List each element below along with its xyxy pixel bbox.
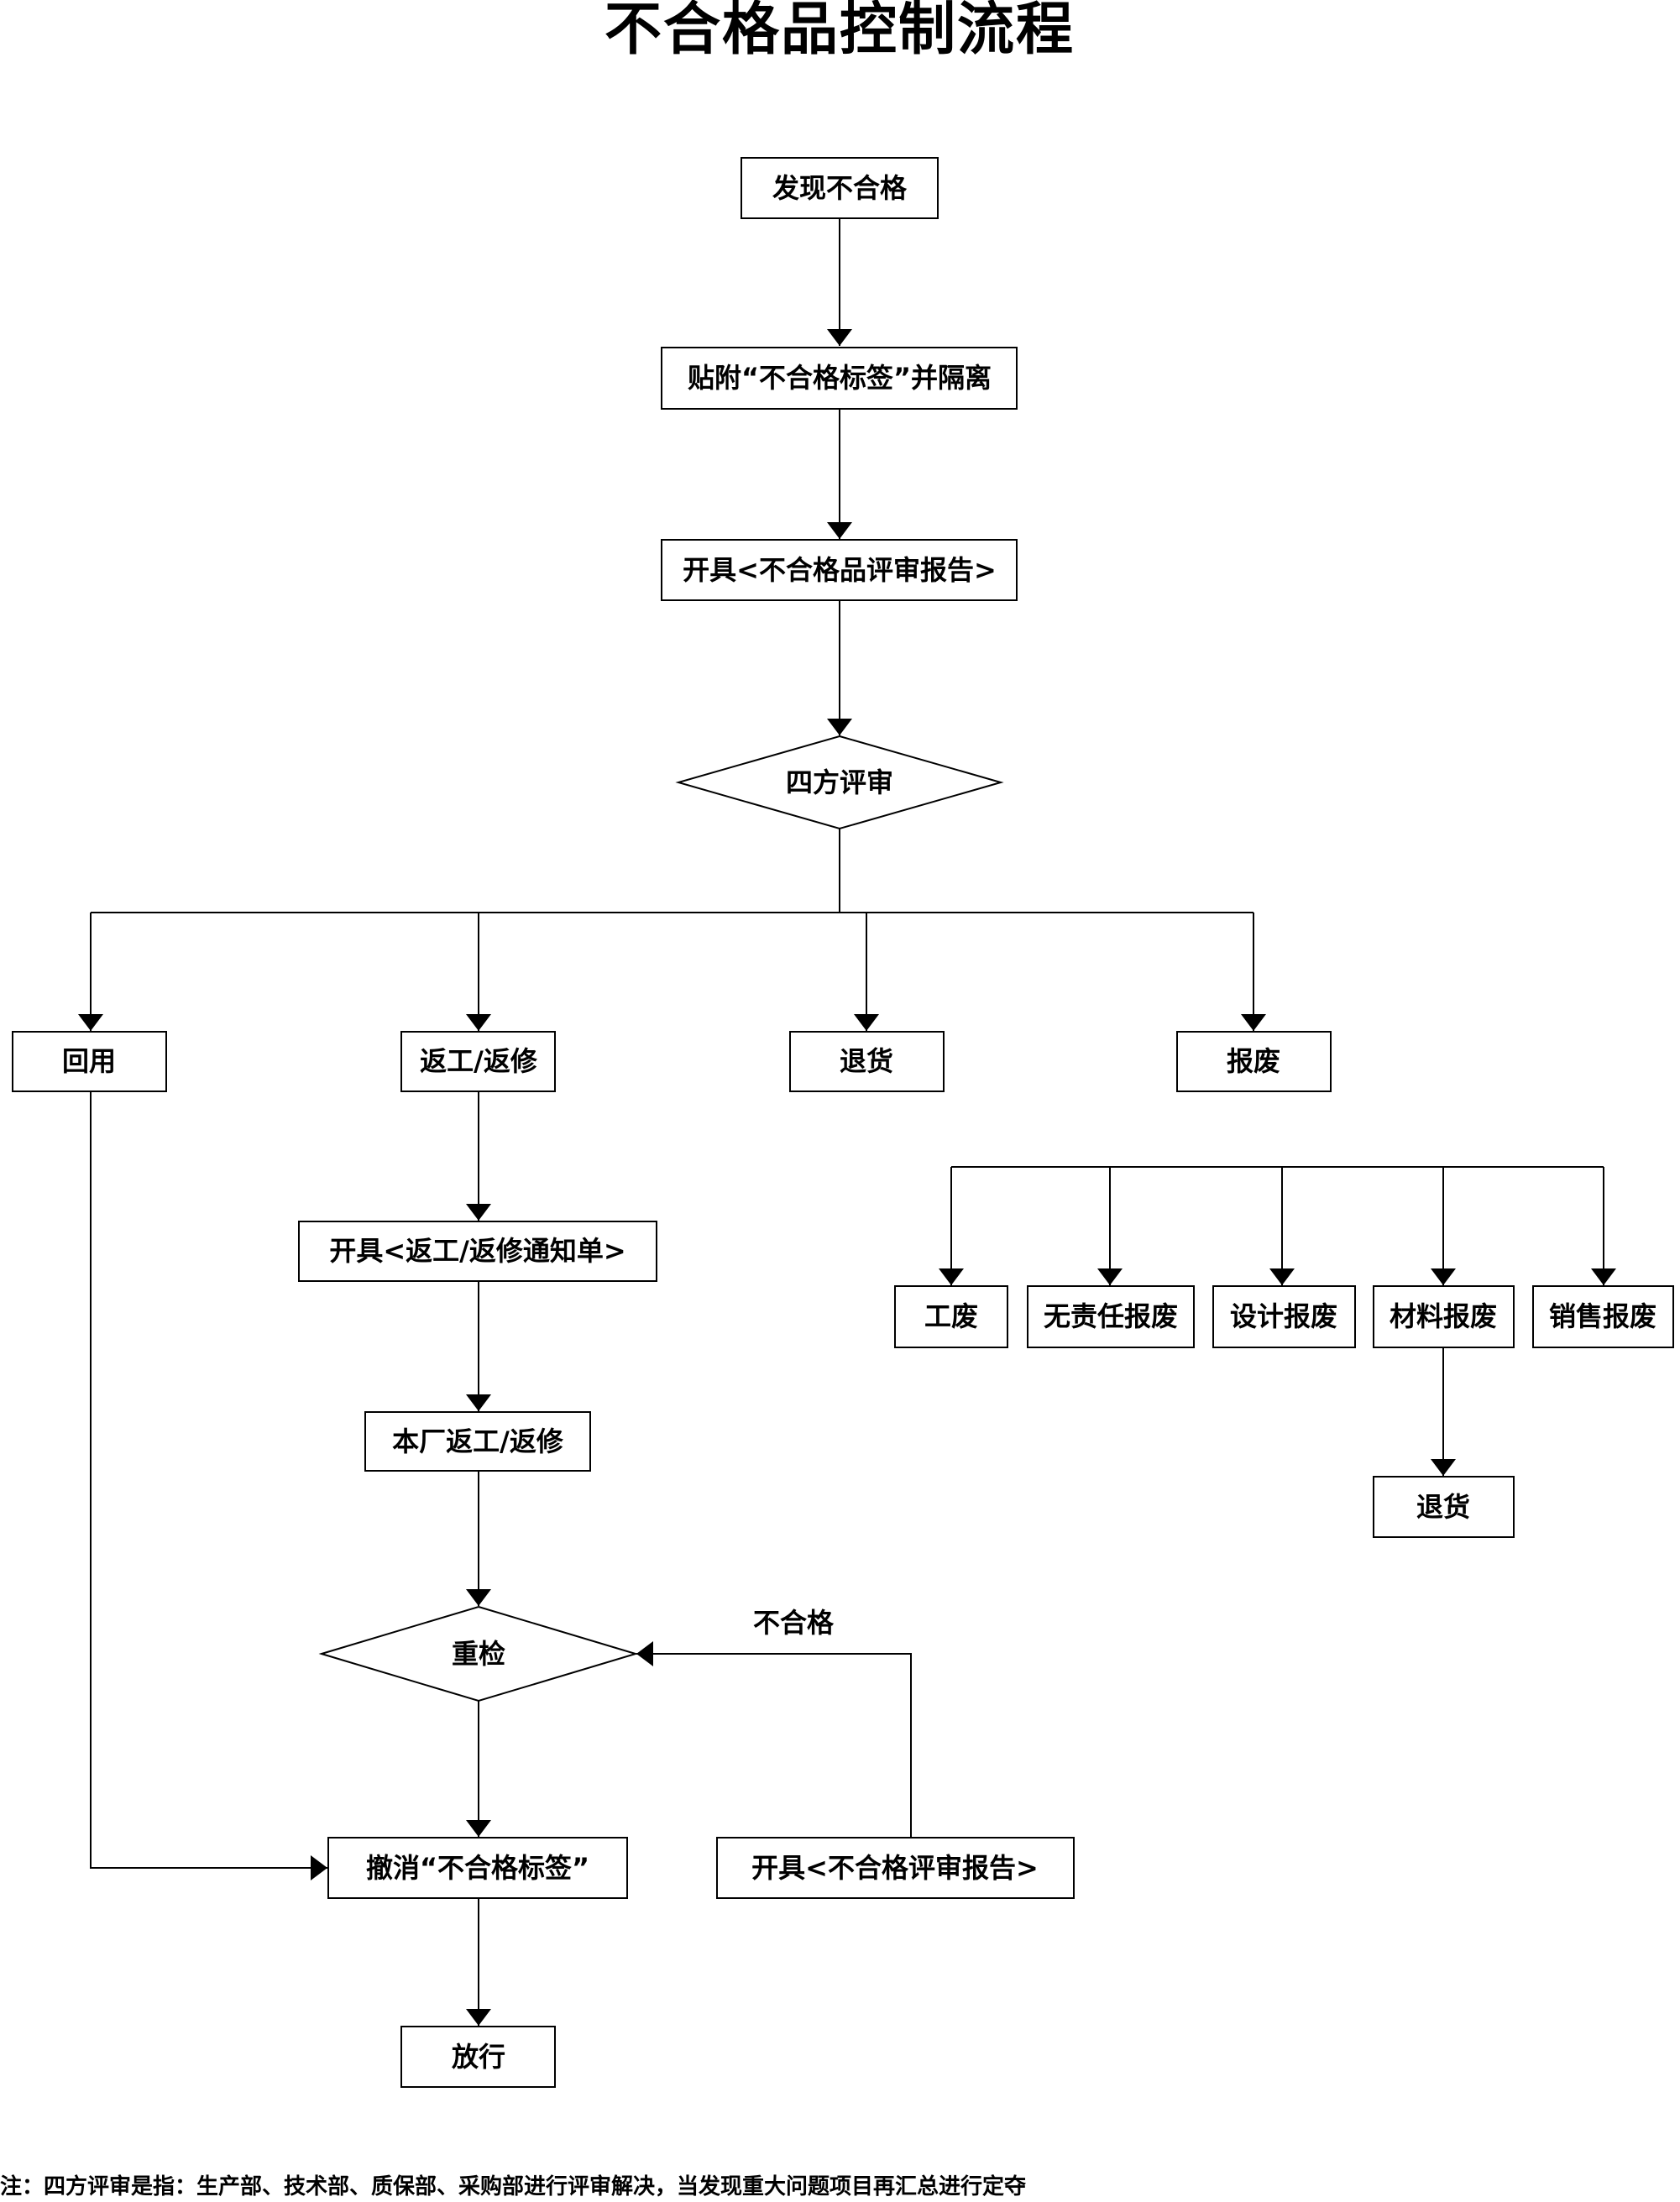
node-discover-box [741, 157, 939, 219]
node-report2-box [716, 1837, 1075, 1899]
node-rework-notice-box [298, 1221, 657, 1282]
node-material-scrap-box [1373, 1285, 1515, 1348]
node-return2-label: 退货 [1416, 1491, 1470, 1523]
connectors [78, 218, 1616, 2026]
node-recheck-label: 重检 [452, 1638, 505, 1670]
node-review-label: 四方评审 [786, 766, 893, 798]
node-scrap-label: 报废 [1227, 1045, 1280, 1077]
node-factory-rework-box [364, 1411, 591, 1472]
node-cancel-label-label: 撤消“不合格标签” [366, 1852, 589, 1884]
node-rework-label: 返工/返修 [420, 1045, 538, 1077]
node-recheck-diamond [318, 1605, 639, 1702]
node-factory-rework-label: 本厂返工/返修 [392, 1425, 564, 1457]
node-scrap-box [1176, 1031, 1332, 1092]
edge-label-fail: 不合格 [753, 1607, 835, 1639]
node-reuse-label: 回用 [62, 1045, 116, 1077]
node-work-scrap-label: 工废 [924, 1300, 978, 1332]
node-report1-box [661, 539, 1018, 601]
node-design-scrap-label: 设计报废 [1230, 1300, 1337, 1332]
node-report1-label: 开具<不合格品评审报告> [683, 554, 997, 586]
node-material-scrap-label: 材料报废 [1390, 1300, 1497, 1332]
node-label-isolate-label: 贴附“不合格标签”并隔离 [688, 362, 992, 394]
footnote: 注：四方评审是指：生产部、技术部、质保部、采购部进行评审解决，当发现重大问题项目… [0, 2173, 1027, 2199]
edge-report2-to-recheck [636, 1641, 912, 1837]
node-return1-label: 退货 [840, 1045, 893, 1077]
node-report2-label: 开具<不合格评审报告> [751, 1852, 1039, 1884]
node-sales-scrap-box [1532, 1285, 1674, 1348]
edge-reuse-to-cancel [90, 1091, 327, 1880]
node-return2-box [1373, 1476, 1515, 1538]
node-sales-scrap-label: 销售报废 [1549, 1300, 1656, 1332]
node-rework-notice-label: 开具<返工/返修通知单> [329, 1235, 625, 1267]
node-rework-box [400, 1031, 556, 1092]
page-title: 不合格品控制流程 [604, 0, 1075, 63]
node-cancel-label-box [327, 1837, 628, 1899]
node-return1-box [789, 1031, 945, 1092]
node-release-box [400, 2026, 556, 2088]
node-release-label: 放行 [452, 2041, 505, 2073]
node-discover-label: 发现不合格 [772, 172, 908, 204]
node-reuse-box [12, 1031, 167, 1092]
node-review-diamond [675, 735, 1004, 830]
node-no-resp-scrap-box [1027, 1285, 1195, 1348]
node-design-scrap-box [1212, 1285, 1356, 1348]
node-label-isolate-box [661, 347, 1018, 410]
node-no-resp-scrap-label: 无责任报废 [1044, 1300, 1178, 1332]
node-work-scrap-box [894, 1285, 1008, 1348]
